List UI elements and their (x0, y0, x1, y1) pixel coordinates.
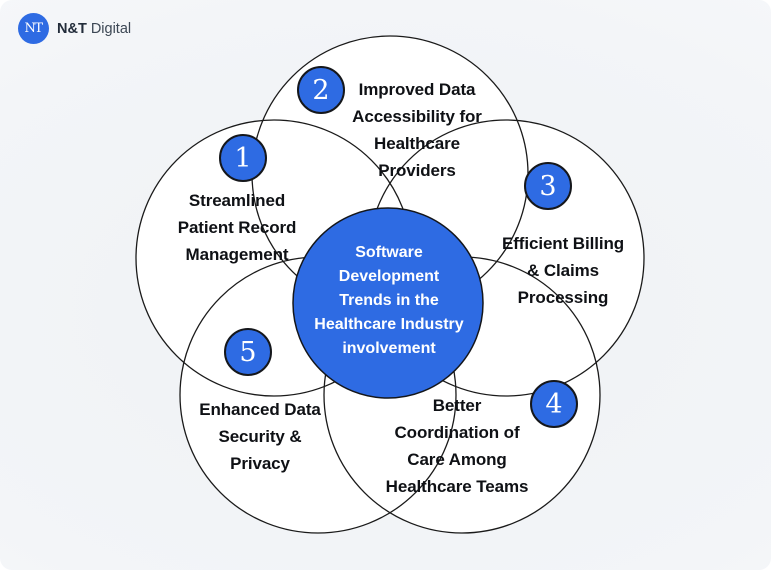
center-title: Software Development Trends in the Healt… (314, 244, 464, 357)
badge-number-1: 1 (219, 134, 267, 182)
petal-label-5: Enhanced Data Security & Privacy (199, 400, 321, 473)
badge-number-3: 3 (524, 162, 572, 210)
brand-name-light: Digital (90, 20, 132, 37)
brand-name-bold: N&T (57, 20, 87, 37)
badge-number-4: 4 (530, 380, 578, 428)
center-circle (292, 207, 484, 399)
petal-label-4: Better Coordination of Care Among Health… (385, 396, 529, 496)
petal-label-3: Efficient Billing & Claims Processing (501, 234, 625, 307)
logo-monogram-icon: NT (18, 13, 49, 44)
petal-label-2: Improved Data Accessibility for Healthca… (352, 80, 482, 180)
badge-number-2: 2 (297, 66, 345, 114)
petal-label-1: Streamlined Patient Record Management (177, 191, 297, 264)
badge-number-5: 5 (224, 328, 272, 376)
